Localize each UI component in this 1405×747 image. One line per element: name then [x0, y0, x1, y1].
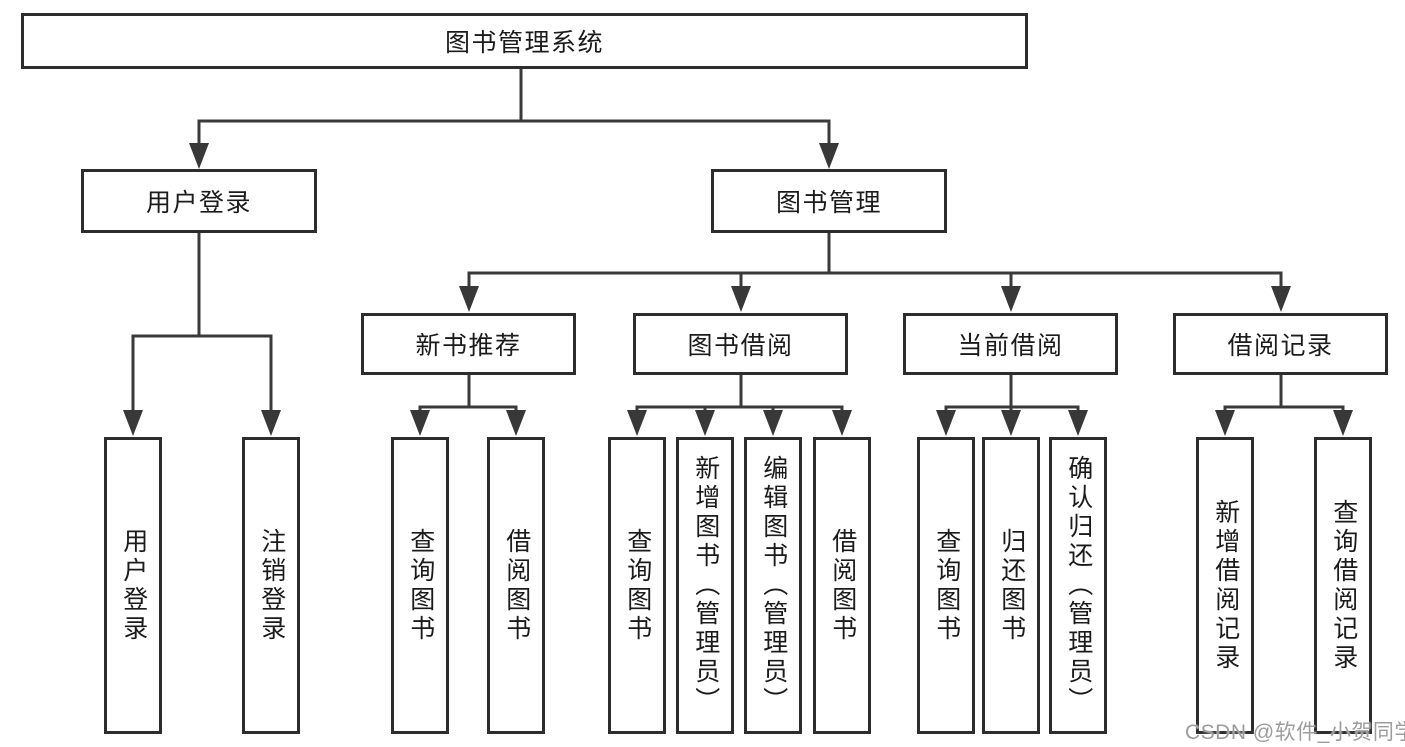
arrowhead-icon: [695, 410, 715, 436]
leaf-label: 查询图书: [406, 527, 435, 644]
arrowhead-icon: [189, 143, 209, 169]
arrowhead-icon: [1068, 410, 1088, 436]
leaf-user-login: 用户登录: [104, 437, 162, 734]
arrowhead-icon: [1001, 410, 1021, 436]
node-label: 图书借阅: [687, 332, 794, 360]
leaf-query-books-current: 查询图书: [917, 437, 975, 734]
leaf-edit-book-admin: 编辑图书（管理员）: [744, 437, 802, 734]
leaf-label: 借阅图书: [828, 527, 857, 644]
node-new-book-recommend: 新书推荐: [361, 313, 576, 375]
leaf-label: 编辑图书（管理员）: [759, 455, 788, 716]
arrowhead-icon: [123, 410, 143, 436]
leaf-label: 确认归还（管理员）: [1064, 455, 1093, 716]
node-root-library-system: 图书管理系统: [21, 13, 1028, 69]
leaf-label: 新增借阅记录: [1211, 498, 1240, 673]
leaf-logout-login: 注销登录: [242, 437, 300, 734]
leaf-label: 借阅图书: [502, 527, 531, 644]
node-label: 用户登录: [145, 189, 252, 217]
arrowhead-icon: [832, 410, 852, 436]
leaf-query-books-borrow: 查询图书: [608, 437, 666, 734]
arrowhead-icon: [819, 143, 839, 169]
arrowhead-icon: [731, 286, 751, 312]
node-label: 当前借阅: [957, 332, 1064, 360]
arrowhead-icon: [1333, 410, 1353, 436]
arrowhead-icon: [410, 410, 430, 436]
arrowhead-icon: [627, 410, 647, 436]
node-book-borrow: 图书借阅: [633, 313, 848, 375]
node-label: 图书管理: [775, 189, 882, 217]
leaf-label: 查询借阅记录: [1329, 498, 1358, 673]
arrowhead-icon: [1271, 286, 1291, 312]
node-book-management: 图书管理: [711, 169, 947, 233]
leaf-return-books: 归还图书: [982, 437, 1040, 734]
node-label: 新书推荐: [415, 332, 522, 360]
arrowhead-icon: [1215, 410, 1235, 436]
leaf-borrow-books: 借阅图书: [813, 437, 871, 734]
leaf-confirm-return-admin: 确认归还（管理员）: [1049, 437, 1107, 734]
leaf-label: 查询图书: [932, 527, 961, 644]
leaf-label: 新增图书（管理员）: [691, 455, 720, 716]
arrowhead-icon: [1001, 286, 1021, 312]
csdn-watermark: CSDN @软件_小贺同学: [1185, 721, 1405, 744]
node-current-borrow: 当前借阅: [903, 313, 1118, 375]
leaf-query-borrow-record: 查询借阅记录: [1314, 437, 1372, 734]
arrowhead-icon: [763, 410, 783, 436]
node-label: 借阅记录: [1227, 332, 1334, 360]
leaf-label: 查询图书: [623, 527, 652, 644]
leaf-label: 归还图书: [997, 527, 1026, 644]
node-borrow-records: 借阅记录: [1173, 313, 1388, 375]
arrowhead-icon: [936, 410, 956, 436]
arrowheads: [123, 143, 1353, 436]
leaf-label: 用户登录: [119, 527, 148, 644]
leaf-borrow-books-recommend: 借阅图书: [487, 437, 545, 734]
leaf-add-borrow-record: 新增借阅记录: [1196, 437, 1254, 734]
arrowhead-icon: [459, 286, 479, 312]
leaf-add-book-admin: 新增图书（管理员）: [676, 437, 734, 734]
arrowhead-icon: [506, 410, 526, 436]
leaf-query-books-recommend: 查询图书: [391, 437, 449, 734]
node-label: 图书管理系统: [444, 29, 604, 57]
node-user-login: 用户登录: [81, 169, 317, 233]
leaf-label: 注销登录: [257, 527, 286, 644]
arrowhead-icon: [261, 410, 281, 436]
